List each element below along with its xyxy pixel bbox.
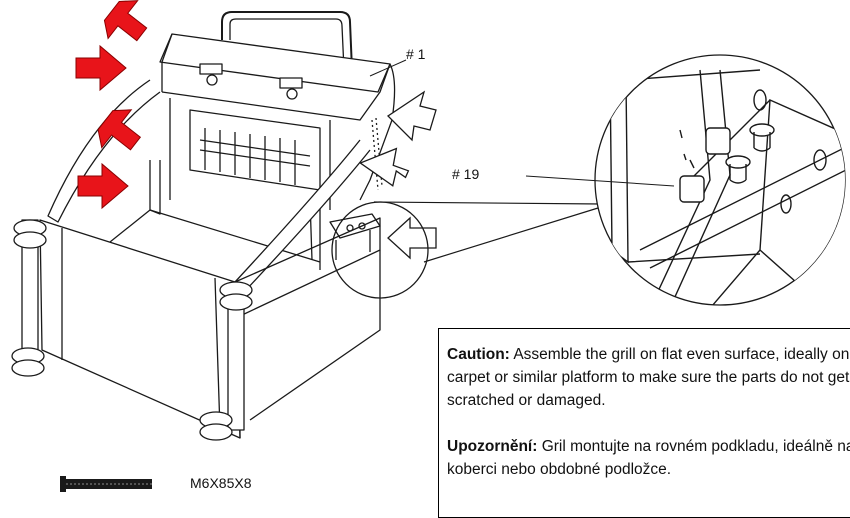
screw-icon bbox=[60, 476, 152, 492]
red-arrow-middle-2 bbox=[77, 162, 129, 210]
part-19-label: # 19 bbox=[452, 166, 480, 182]
callout-line-upper bbox=[373, 201, 603, 205]
caution-text-en: Assemble the grill on flat even surface,… bbox=[447, 346, 850, 409]
hollow-arrow-lower bbox=[387, 216, 437, 260]
grill-stand-drawing bbox=[11, 11, 396, 441]
caution-box: Caution: Assemble the grill on flat even… bbox=[438, 328, 850, 518]
caution-heading-cz: Upozornění: bbox=[447, 438, 538, 455]
part-19-leader bbox=[525, 175, 675, 187]
part-1-leader bbox=[369, 59, 407, 77]
hollow-arrow-upper bbox=[386, 90, 437, 142]
callout-line-lower bbox=[423, 207, 599, 263]
red-arrow-top-2 bbox=[75, 44, 127, 92]
red-arrow-top-1 bbox=[103, 0, 148, 42]
caution-czech: Upozornění: Gril montujte na rovném podk… bbox=[447, 435, 850, 481]
hollow-arrow-middle bbox=[358, 147, 410, 187]
caution-text-cz: Gril montujte na rovném podkladu, ideáln… bbox=[447, 438, 850, 478]
part-1-label: # 1 bbox=[406, 46, 426, 62]
zoom-detail bbox=[594, 54, 846, 306]
caution-english: Caution: Assemble the grill on flat even… bbox=[447, 343, 850, 412]
screw-label: M6X85X8 bbox=[190, 475, 252, 491]
caution-heading-en: Caution: bbox=[447, 346, 510, 363]
assembly-diagram bbox=[11, 0, 846, 492]
red-arrow-middle-1 bbox=[97, 109, 142, 151]
